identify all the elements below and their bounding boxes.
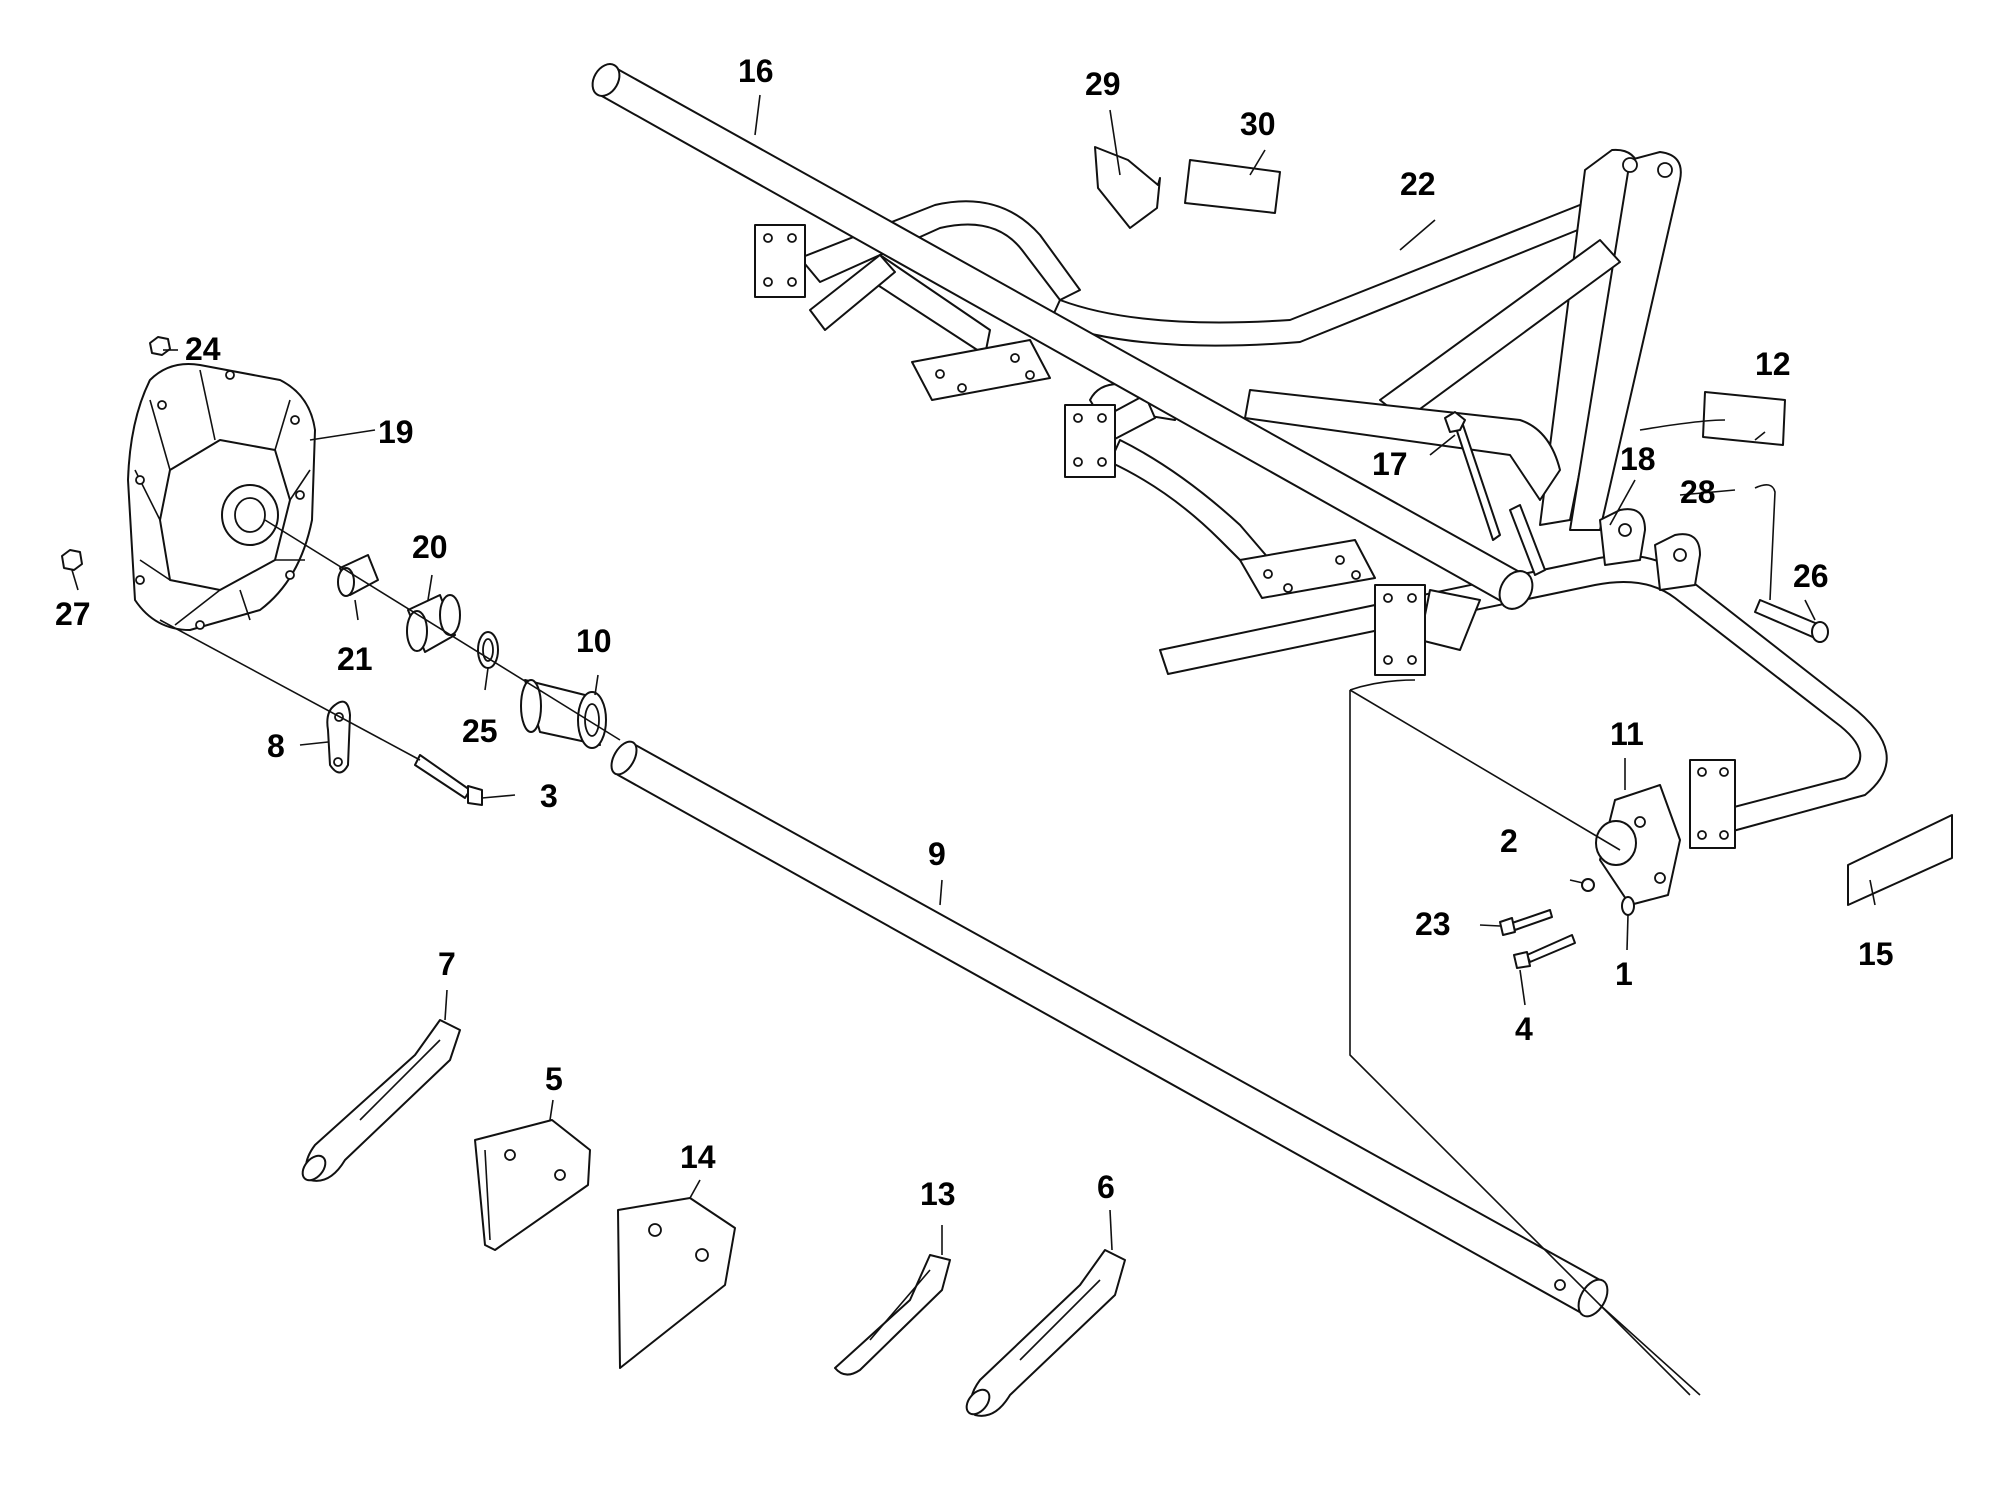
bolt-4 [1526, 934, 1576, 963]
label-19: 19 [378, 414, 414, 450]
hub-disc-19 [127, 363, 316, 631]
label-20: 20 [412, 529, 448, 565]
decal-15 [1847, 814, 1953, 906]
label-24: 24 [185, 331, 221, 367]
pin-26 [1754, 599, 1821, 639]
frame-mount-plates [754, 224, 1736, 849]
nut-2 [1581, 878, 1595, 892]
label-3: 3 [540, 778, 558, 814]
label-1: 1 [1615, 956, 1633, 992]
washer-1 [1621, 896, 1635, 916]
part-labels: 16 29 30 22 24 19 17 18 12 28 26 20 27 2… [55, 53, 1894, 1212]
plate-14 [617, 1197, 736, 1369]
label-10: 10 [576, 623, 612, 659]
label-5: 5 [545, 1061, 563, 1097]
label-6: 6 [1097, 1169, 1115, 1205]
decals [1094, 146, 1953, 906]
plate-5 [474, 1119, 591, 1251]
label-26: 26 [1793, 558, 1829, 594]
assembly-lines [159, 419, 1726, 1396]
bolt-23 [1511, 909, 1553, 931]
label-8: 8 [267, 728, 285, 764]
label-12: 12 [1755, 346, 1791, 382]
label-9: 9 [928, 836, 946, 872]
part-13 [834, 1254, 951, 1376]
label-23: 23 [1415, 906, 1451, 942]
label-27: 27 [55, 596, 91, 632]
label-16: 16 [738, 53, 774, 89]
label-28: 28 [1680, 474, 1716, 510]
label-25: 25 [462, 713, 498, 749]
label-30: 30 [1240, 106, 1276, 142]
label-17: 17 [1372, 446, 1408, 482]
label-2: 2 [1500, 823, 1518, 859]
decal-29 [1094, 146, 1161, 229]
label-7: 7 [438, 946, 456, 982]
label-21: 21 [337, 641, 373, 677]
bolt-3 [414, 754, 471, 799]
label-15: 15 [1858, 936, 1894, 972]
label-14: 14 [680, 1139, 716, 1175]
fasteners [1499, 878, 1635, 969]
tube-16 [591, 63, 1534, 610]
clip-28 [1754, 484, 1776, 601]
loose-parts [301, 1019, 1126, 1417]
bracket-11 [1595, 784, 1681, 906]
pin-18 [1509, 504, 1546, 576]
label-18: 18 [1620, 441, 1656, 477]
clamp-and-bolt [326, 700, 483, 806]
label-11: 11 [1610, 716, 1644, 752]
decal-12 [1702, 391, 1786, 446]
decal-30 [1184, 159, 1281, 214]
label-22: 22 [1400, 166, 1436, 202]
label-13: 13 [920, 1176, 956, 1212]
pins [1444, 411, 1829, 643]
nut-27 [61, 549, 83, 571]
shaft-9 [610, 740, 1609, 1318]
label-4: 4 [1515, 1011, 1533, 1047]
nut-24 [149, 336, 171, 356]
label-29: 29 [1085, 66, 1121, 102]
leader-lines [71, 94, 1876, 1255]
